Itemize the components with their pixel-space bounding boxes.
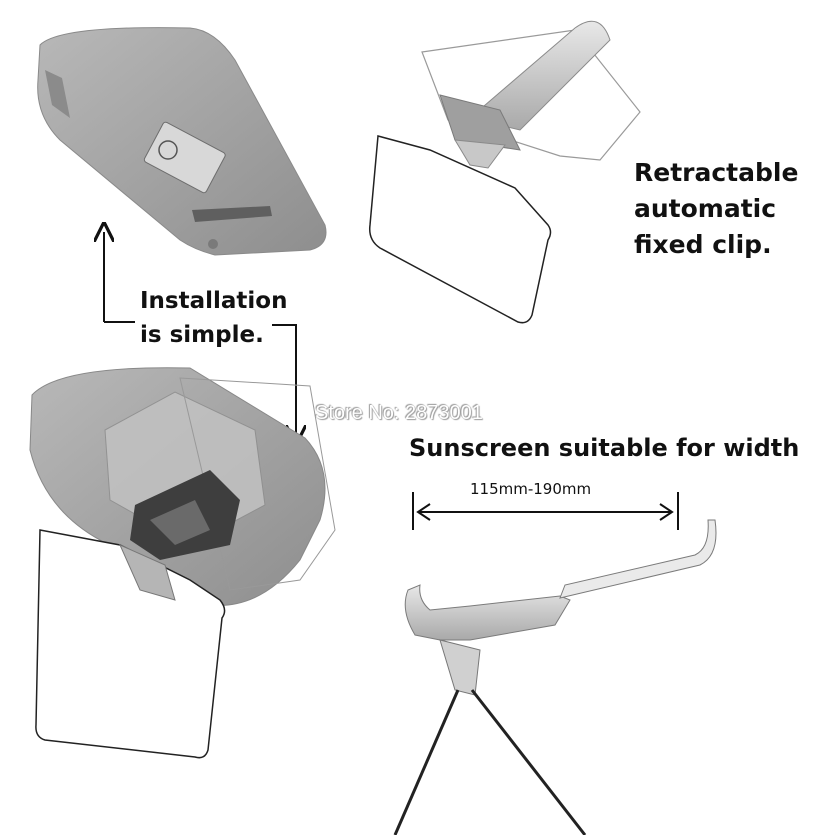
clip-caption-line-2: automatic — [634, 194, 777, 223]
width-dimension — [412, 492, 679, 530]
clip-retractable — [393, 519, 717, 835]
install-caption-line-1: Installation — [140, 288, 288, 314]
clip-caption-line-3: fixed clip. — [634, 230, 772, 259]
clip-caption-line-1: Retractable — [634, 158, 799, 187]
install-arrows — [104, 232, 296, 435]
store-watermark: Store No: 2873001 — [315, 402, 483, 424]
install-caption-line-2: is simple. — [140, 322, 264, 348]
install-caption: Installation is simple. — [140, 284, 287, 352]
clip-top-right — [368, 20, 641, 324]
width-range-label: 115mm-190mm — [470, 480, 592, 498]
visor-top-left — [37, 27, 327, 256]
visor-installed — [29, 367, 336, 759]
clip-caption: Retractable automatic fixed clip. — [634, 155, 798, 263]
width-caption: Sunscreen suitable for width — [409, 434, 800, 462]
